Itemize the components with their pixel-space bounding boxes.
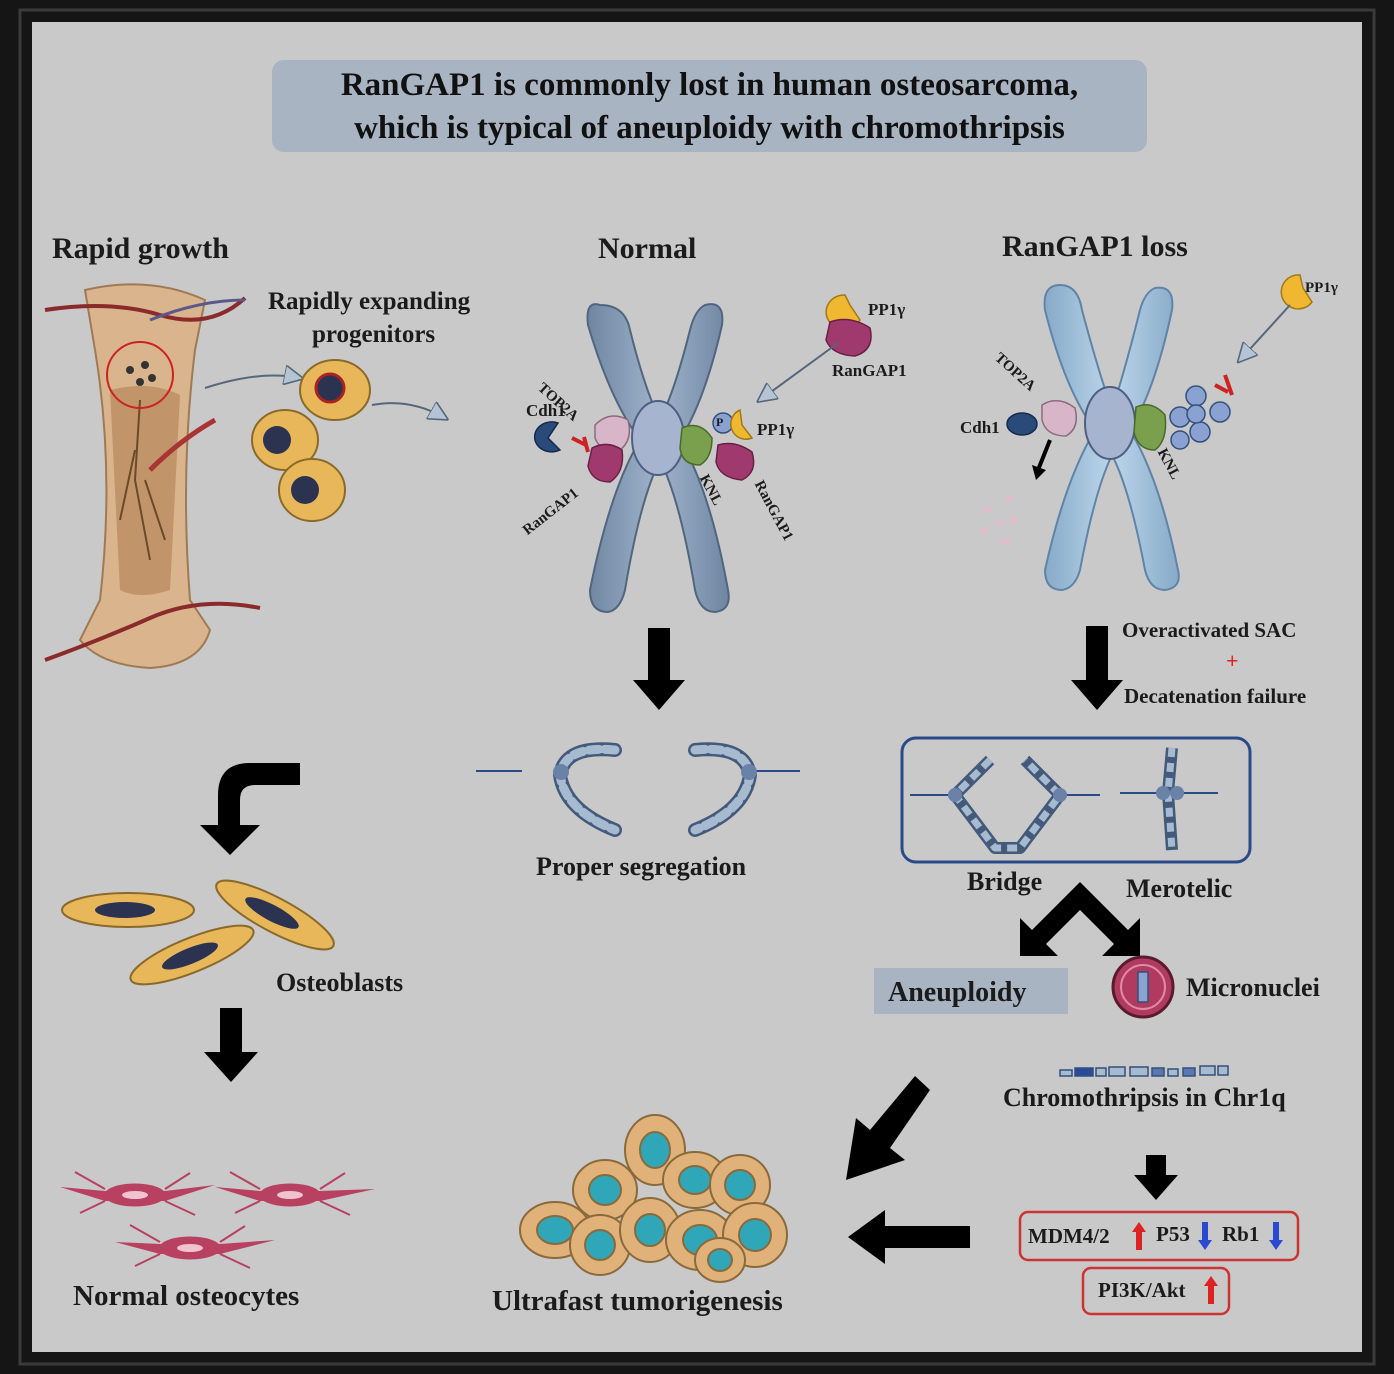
down-arrow-normal [633, 628, 685, 710]
osteocyte-cells [60, 1171, 375, 1269]
p53-down-icon [1198, 1222, 1212, 1250]
tumor-cells [519, 1114, 788, 1283]
rb1-label: Rb1 [1222, 1222, 1260, 1246]
pp1-label-kinetochore: PP1γ [757, 420, 795, 439]
pp1-free [1240, 274, 1313, 360]
mdm-label: MDM4/2 [1028, 1224, 1110, 1248]
decatenation-label: Decatenation failure [1124, 684, 1307, 708]
down-arrow-osteoblast [204, 1008, 258, 1082]
diagonal-arrow [846, 1076, 930, 1180]
plus-sign: + [1226, 648, 1239, 673]
micronuclei-label: Micronuclei [1186, 973, 1320, 1002]
fork-arrow [1020, 882, 1140, 956]
proper-segregation-illustration [476, 742, 800, 837]
aneuploidy-box [874, 968, 1068, 1014]
title-line-2: which is typical of aneuploidy with chro… [354, 110, 1065, 146]
pi3k-box [1081, 1266, 1231, 1316]
micronucleus [1111, 955, 1175, 1019]
pi3k-up-icon [1204, 1276, 1218, 1304]
bone-illustration [44, 283, 261, 670]
title-line-1: RanGAP1 is commonly lost in human osteos… [340, 67, 1079, 103]
cdh1-label-loss: Cdh1 [960, 418, 1000, 437]
title-banner: RanGAP1 is commonly lost in human osteos… [272, 60, 1147, 152]
proper-segregation-label: Proper segregation [536, 852, 747, 881]
chromothripsis-label: Chromothripsis in Chr1q [1003, 1083, 1286, 1112]
progenitors-label-1: Rapidly expanding [268, 288, 471, 315]
normal-osteocytes-label: Normal osteocytes [73, 1280, 300, 1312]
progenitor-cells [204, 359, 445, 522]
pp1-label-loss: PP1γ [1305, 280, 1338, 296]
aneuploidy-label: Aneuploidy [888, 977, 1027, 1008]
bridge-label: Bridge [967, 867, 1043, 896]
left-arrow-tumor [848, 1210, 970, 1264]
column-heading-middle: Normal [598, 232, 697, 265]
rangap1-label-free: RanGAP1 [832, 361, 907, 380]
cdh1-label: Cdh1 [526, 401, 566, 420]
mdm-up-icon [1132, 1222, 1146, 1250]
rb1-down-icon [1269, 1222, 1283, 1250]
ultrafast-label: Ultrafast tumorigenesis [492, 1285, 783, 1317]
missegregation-box [900, 736, 1252, 864]
normal-chromosome [533, 303, 755, 614]
p53-label: P53 [1156, 1222, 1190, 1246]
sac-label: Overactivated SAC [1122, 618, 1297, 642]
merotelic-label: Merotelic [1126, 874, 1233, 903]
pp1-rangap1-complex [760, 294, 872, 400]
phospho-label: P [716, 415, 724, 429]
chromothripsis-fragments [1059, 1065, 1229, 1077]
down-arrow-markers [1134, 1155, 1178, 1200]
rangap1-loss-chromosome [979, 283, 1234, 592]
pp1-label-free: PP1γ [868, 300, 906, 319]
down-arrow-loss [1071, 626, 1123, 710]
pi3k-label: PI3K/Akt [1098, 1278, 1186, 1302]
column-heading-left: Rapid growth [52, 232, 229, 265]
osteoblasts-label: Osteoblasts [276, 968, 404, 997]
elbow-arrow [200, 763, 300, 855]
column-heading-right: RanGAP1 loss [1002, 230, 1188, 263]
osteoblast-cells [61, 879, 335, 986]
progenitors-label-2: progenitors [312, 321, 436, 348]
marker-box [1018, 1210, 1300, 1262]
